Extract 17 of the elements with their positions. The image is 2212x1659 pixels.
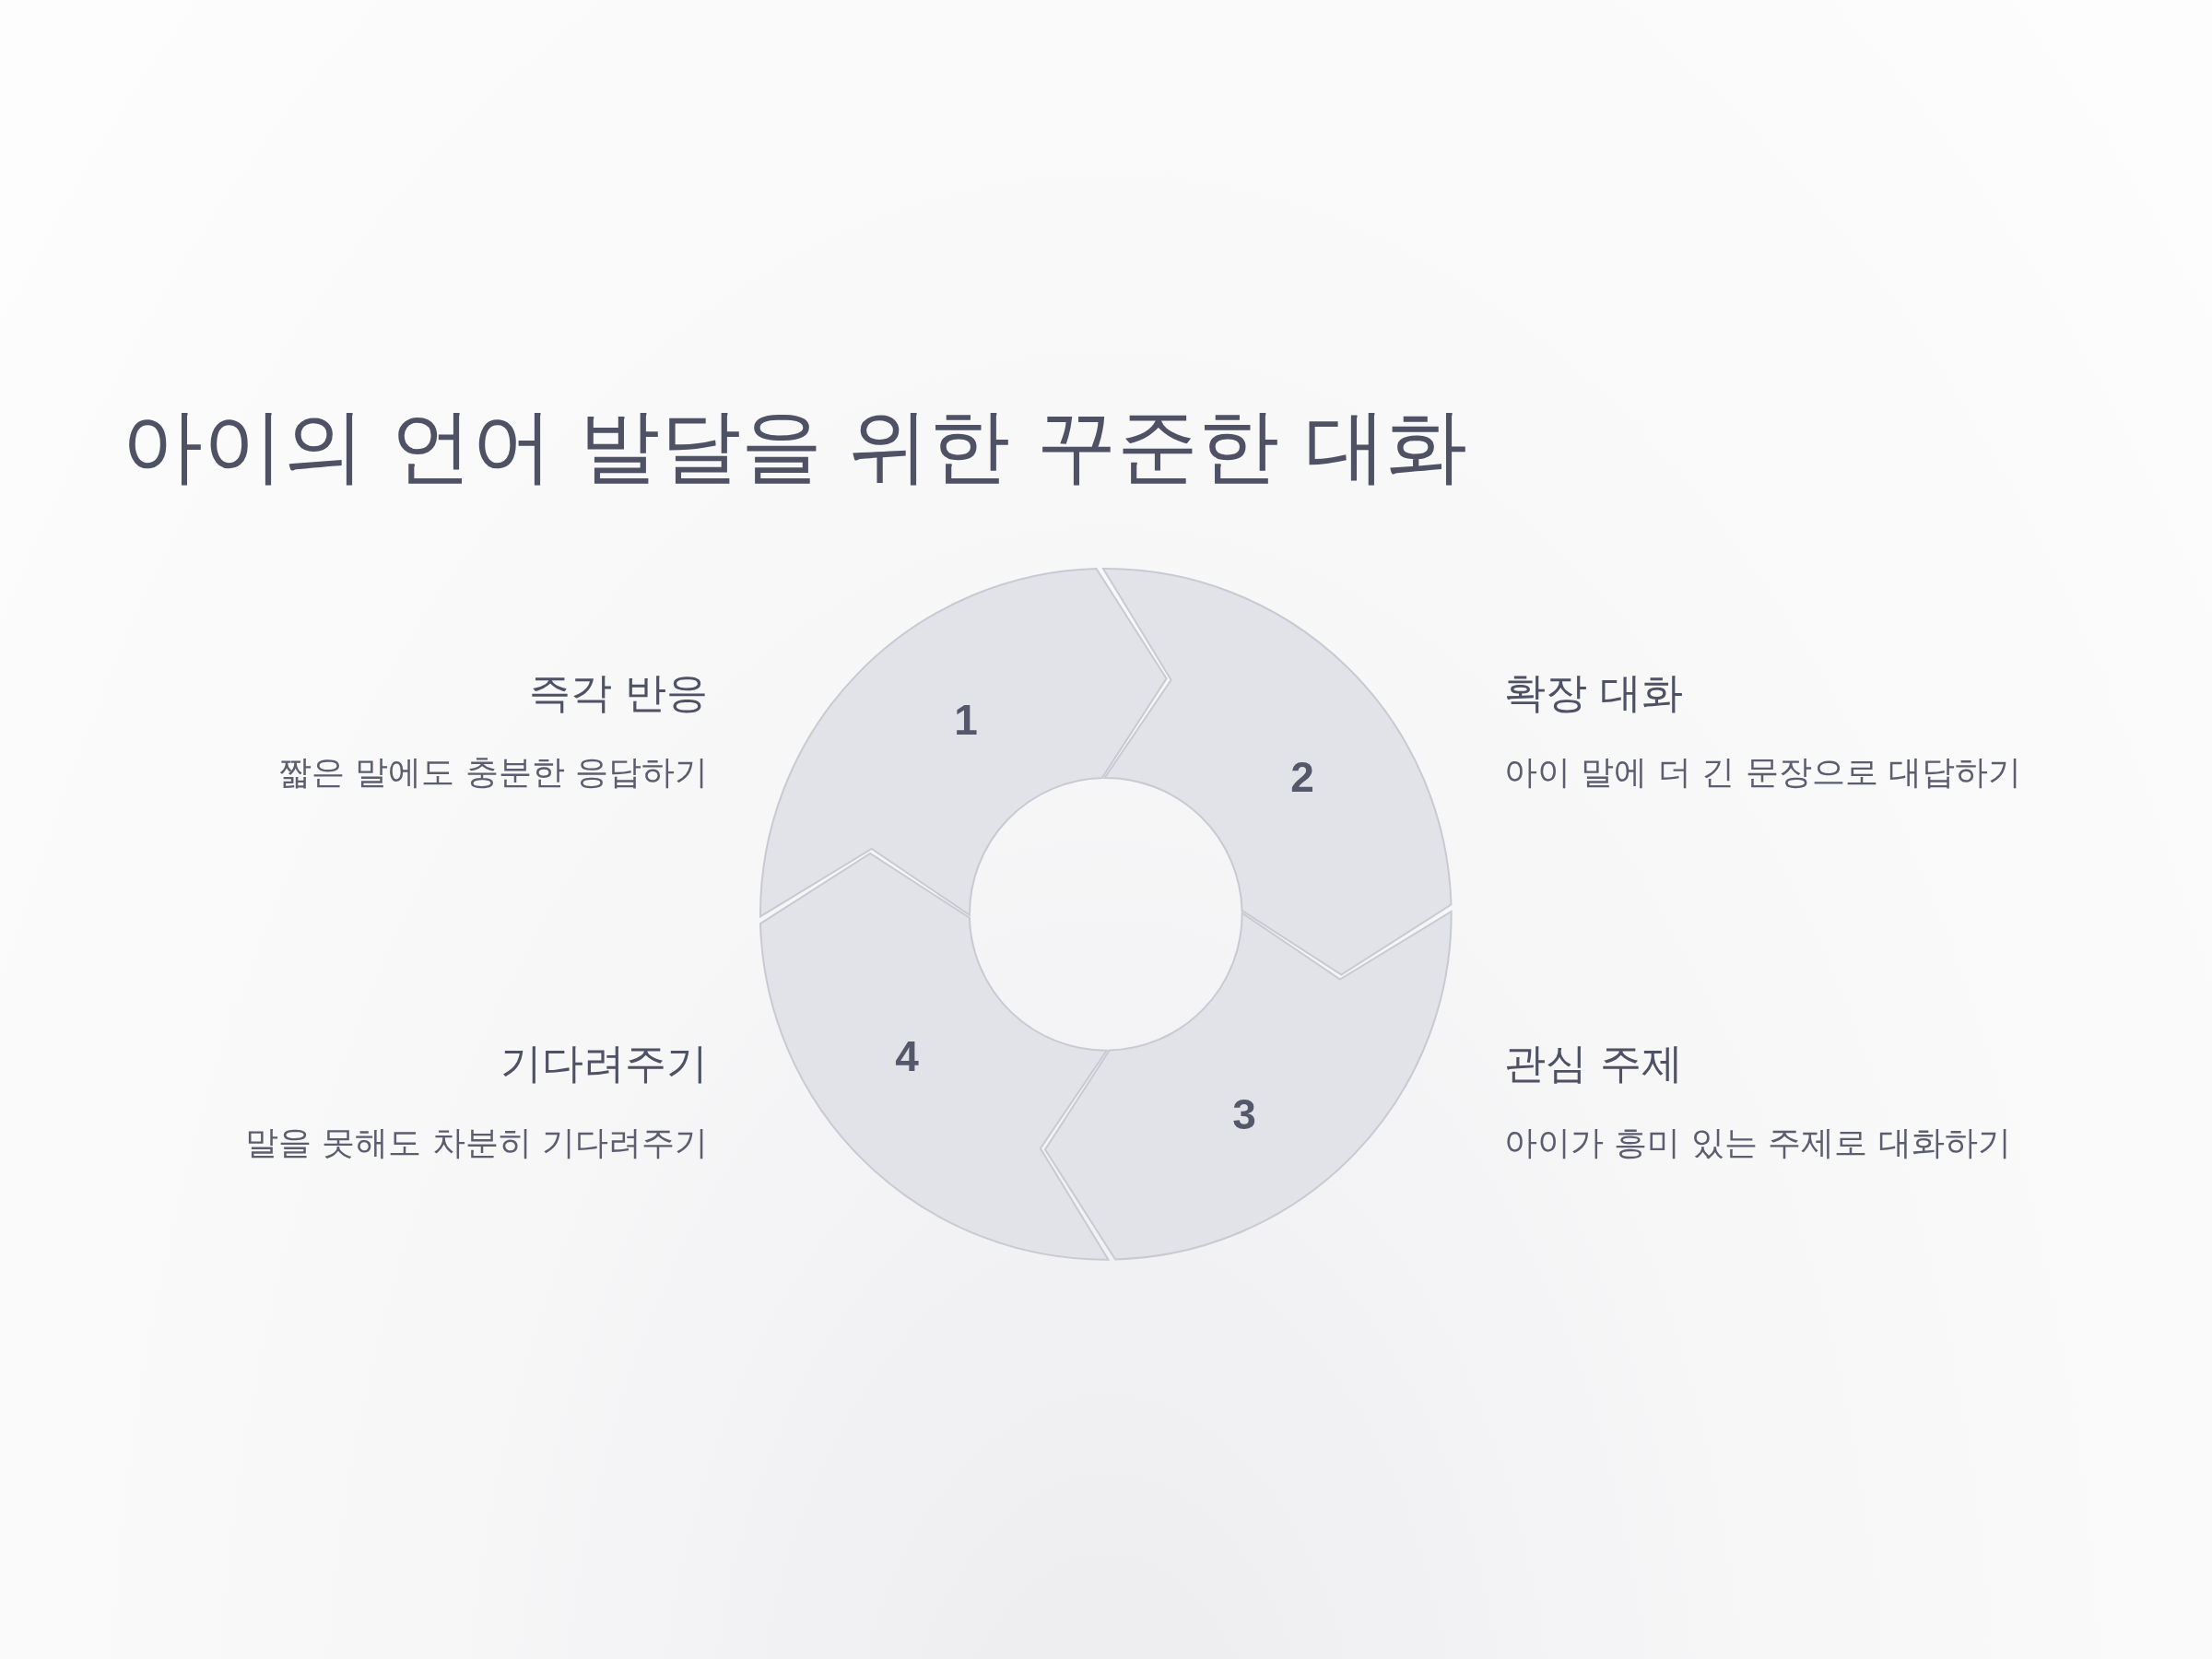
step-heading: 즉각 반응 [528, 667, 708, 719]
step-heading: 관심 주제 [1504, 1038, 1684, 1089]
step-heading: 확장 대화 [1504, 667, 1684, 719]
step-description: 말을 못해도 차분히 기다려주기 [244, 1123, 708, 1163]
cycle-segment [1101, 567, 1453, 977]
step-description: 짧은 말에도 충분한 응답하기 [277, 752, 708, 793]
step-number: 4 [895, 1031, 919, 1081]
cycle-segment [759, 852, 1111, 1262]
step-number: 3 [1232, 1089, 1256, 1139]
step-description: 아이 말에 더 긴 문장으로 대답하기 [1504, 752, 2022, 793]
step-description: 아이가 흥미 있는 주제로 대화하기 [1504, 1123, 2011, 1163]
cycle-segment [759, 567, 1169, 919]
step-heading: 기다려주기 [500, 1038, 708, 1089]
title: 아이의 언어 발달을 위한 꾸준한 대화 [122, 397, 1467, 495]
cycle-segment [1043, 910, 1453, 1262]
step-number: 1 [954, 695, 978, 745]
step-number: 2 [1290, 752, 1314, 802]
